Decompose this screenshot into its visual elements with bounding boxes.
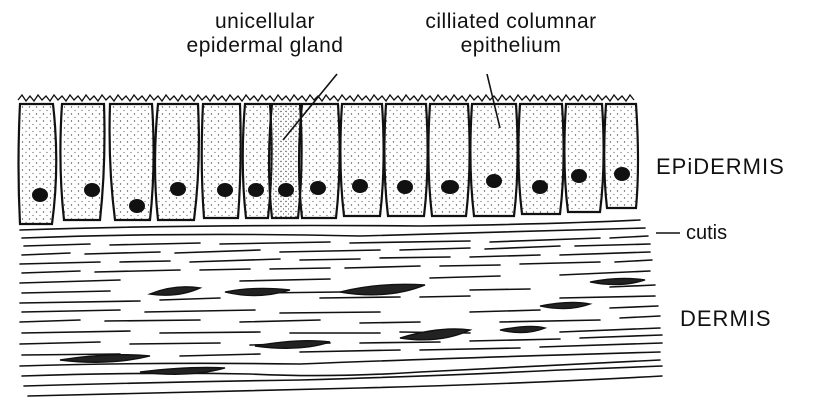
nucleus — [532, 180, 548, 194]
cilia-fringe — [18, 95, 634, 101]
epithelium-label-line-1: cilliated columnar — [376, 10, 646, 34]
epidermal-cell — [19, 104, 57, 224]
nucleus — [441, 180, 459, 194]
epidermal-cells — [19, 104, 639, 224]
unicellular-gland-label: unicellular epidermal gland — [150, 10, 380, 58]
epidermal-cell — [384, 104, 427, 216]
nucleus — [84, 183, 100, 197]
epidermal-cell — [564, 104, 603, 212]
nucleus — [278, 183, 294, 197]
epithelium-label-line-2: epithelium — [376, 34, 646, 58]
gland-label-line-2: epidermal gland — [150, 34, 380, 58]
epidermal-cell — [155, 104, 199, 220]
gland-cell — [269, 104, 302, 218]
nucleus — [170, 182, 186, 196]
epidermal-cell — [60, 104, 104, 220]
epidermal-cell — [604, 104, 638, 208]
nucleus — [310, 181, 326, 195]
epidermal-cell — [243, 104, 272, 218]
nucleus — [248, 183, 264, 197]
cutis-label: cutis — [686, 222, 727, 245]
nucleus — [571, 169, 587, 183]
nucleus — [486, 174, 502, 188]
gland-label-line-1: unicellular — [150, 10, 380, 34]
nucleus — [217, 183, 233, 197]
nucleus — [397, 180, 413, 194]
ciliated-epithelium-label: cilliated columnar epithelium — [376, 10, 646, 58]
epidermal-cell — [299, 104, 340, 218]
epidermal-cell — [518, 104, 563, 214]
epidermal-cell — [340, 104, 383, 216]
nucleus — [614, 167, 630, 181]
dermis-label: DERMIS — [680, 306, 772, 332]
epidermal-cell — [202, 104, 241, 218]
epidermal-cell — [470, 104, 517, 216]
nucleus — [129, 199, 145, 213]
epidermis-label: EPiDERMIS — [656, 154, 785, 180]
dermis-bundles — [60, 278, 645, 374]
epidermal-cell — [428, 104, 469, 216]
nucleus — [352, 179, 368, 193]
nucleus — [32, 188, 48, 202]
